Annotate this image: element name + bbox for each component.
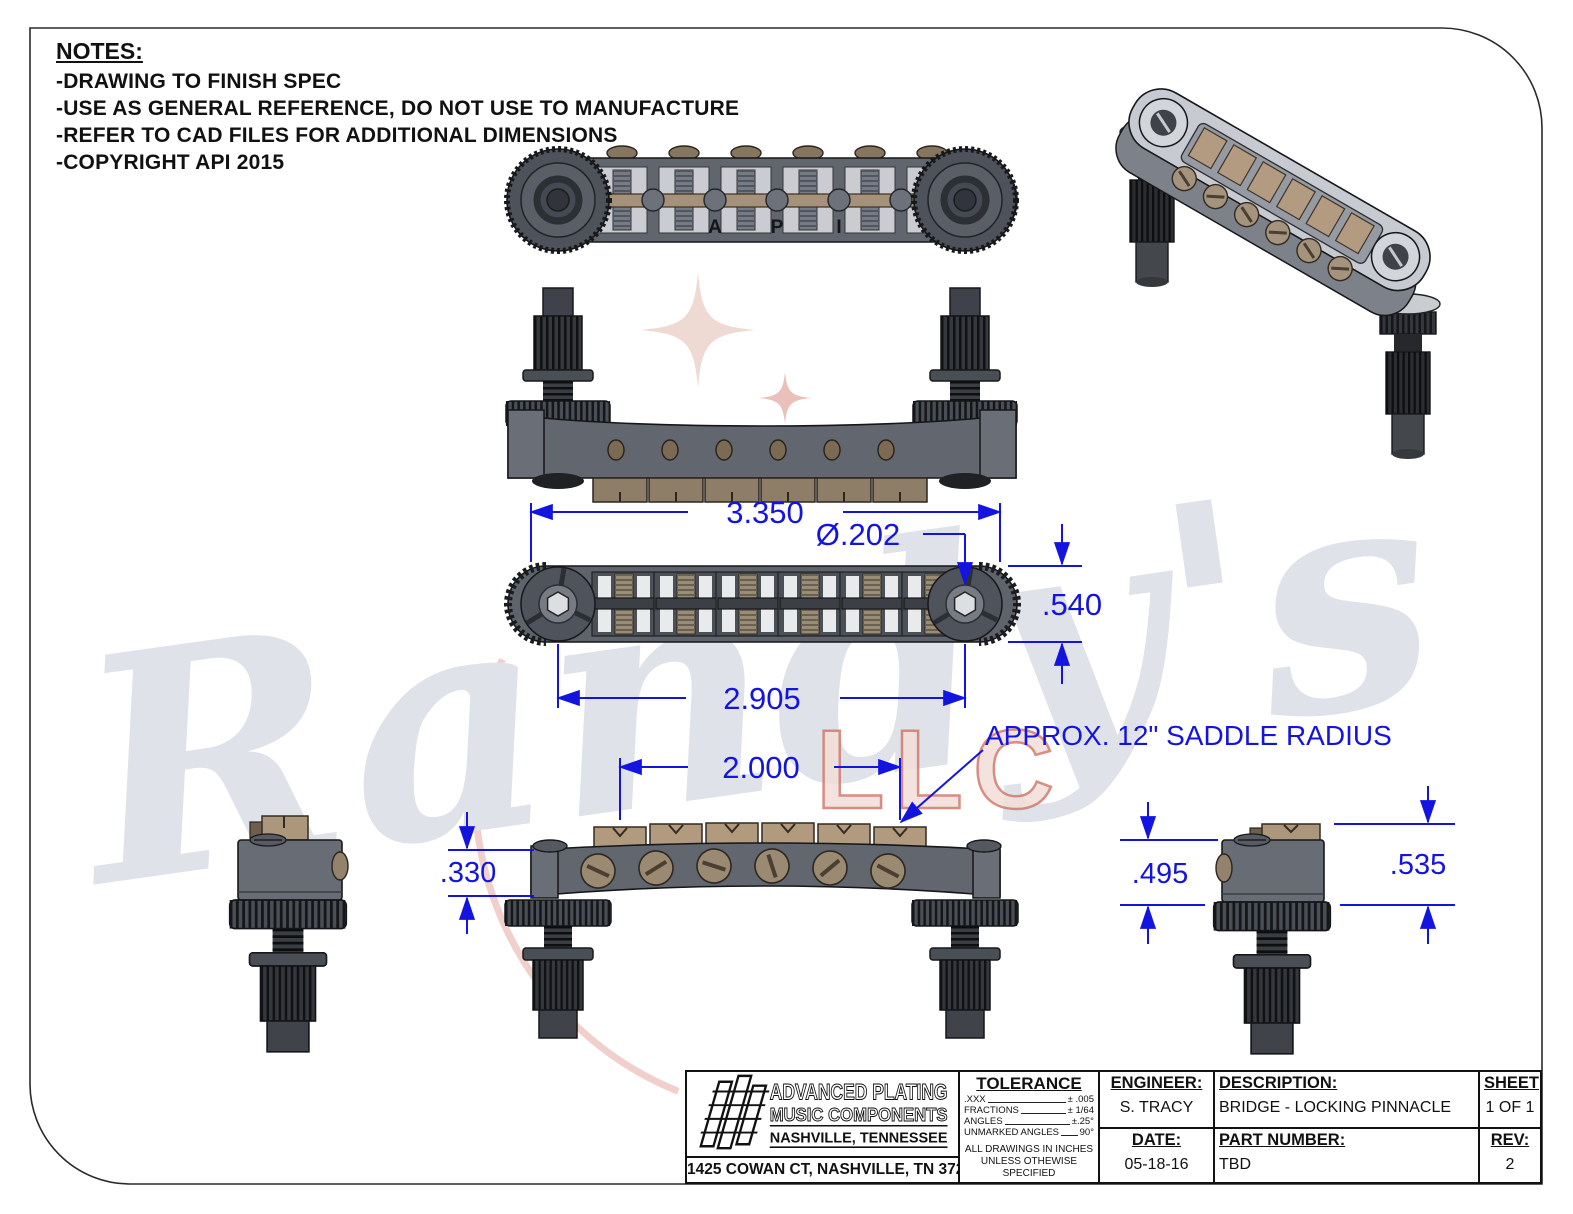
note-line: -COPYRIGHT API 2015 [56,151,285,174]
stud-detail-left-view [230,815,348,1052]
rev-value: 2 [1505,1156,1515,1173]
brand-letter-p: P [771,217,784,238]
dim-stud-height-body: .495 [1132,858,1188,890]
rev-label: REV: [1490,1131,1530,1149]
engineer-cell: ENGINEER: S. TRACY [1098,1072,1213,1129]
tolerance-note2: UNLESS OTHEWISE SPECIFIED [980,1156,1078,1179]
tol-value: ± .005 [1067,1094,1094,1105]
tol-label: FRACTIONS [964,1105,1019,1116]
company-logo-cell: ADVANCED PLATING MUSIC COMPONENTS NASHVI… [687,1072,958,1182]
thumbwheel-right [911,146,1019,254]
dim-overall-length: 3.350 [726,495,804,530]
description-cell: DESCRIPTION: BRIDGE - LOCKING PINNACLE [1213,1072,1478,1129]
note-line: -REFER TO CAD FILES FOR ADDITIONAL DIMEN… [56,124,618,147]
front-elevation-view [505,822,1018,1038]
dim-body-height: .540 [1042,587,1102,622]
dim-body-thickness: .330 [440,857,496,889]
date-value: 05-18-16 [1124,1156,1189,1173]
sheet-cell: SHEET 1 OF 1 [1478,1072,1540,1129]
note-line: -USE AS GENERAL REFERENCE, DO NOT USE TO… [56,97,740,120]
isometric-view [1115,88,1441,459]
logo-line2: MUSIC COMPONENTS [770,1104,948,1125]
date-cell: DATE: 05-18-16 [1098,1129,1213,1182]
part-number-cell: PART NUMBER: TBD [1213,1129,1478,1182]
part-number-value: TBD [1219,1156,1251,1173]
saddle-radius-note: APPROX. 12" SADDLE RADIUS [985,720,1392,751]
bottom-plan-view [504,562,1021,646]
iso-stud-right [1375,293,1441,459]
dim-hole-diameter: Ø.202 [816,517,900,552]
watermark-llc: LLC [816,707,1064,832]
tol-value: ± 1/64 [1067,1105,1094,1116]
thumbwheel-left [504,146,612,254]
note-line: -DRAWING TO FINISH SPEC [56,70,342,93]
dimension-annotations: 3.350 Ø.202 .540 2.905 2.000 APPROX. 12"… [440,495,1455,944]
stud-detail-right-view [1214,823,1331,1054]
description-value: BRIDGE - LOCKING PINNACLE [1219,1099,1452,1116]
tol-value: 90° [1079,1127,1094,1138]
engineer-value: S. TRACY [1119,1099,1194,1116]
rear-elevation-view [506,288,1017,503]
rev-cell: REV: 2 [1478,1129,1540,1182]
logo-line1: ADVANCED PLATING [770,1079,948,1104]
tolerance-note1: ALL DRAWINGS IN INCHES [964,1144,1094,1155]
tolerance-cell: TOLERANCE .XXX ± .005 FRACTIONS ± 1/64 ANG… [958,1072,1098,1182]
dim-post-spacing: 2.905 [723,681,801,716]
title-block: ADVANCED PLATING MUSIC COMPONENTS NASHVI… [685,1070,1542,1184]
sheet-value: 1 OF 1 [1485,1099,1535,1116]
part-number-label: PART NUMBER: [1219,1131,1346,1149]
dim-stud-height-saddle: .535 [1390,849,1446,881]
engineer-label: ENGINEER: [1110,1074,1203,1092]
sparkle-icon [640,272,756,388]
logo-line3: NASHVILLE, TENNESSEE [770,1130,948,1146]
plating-bars-icon [699,1074,770,1150]
company-address: 1425 COWAN CT, NASHVILLE, TN 37207 [687,1156,958,1182]
notes-heading: NOTES: [56,38,143,64]
sheet-border [29,27,1543,1185]
tol-value: ±.25° [1071,1116,1094,1127]
notes-block: NOTES: -DRAWING TO FINISH SPEC -USE AS G… [56,38,739,176]
tolerance-heading: TOLERANCE [976,1074,1082,1093]
brand-letter-a: A [708,217,722,238]
date-label: DATE: [1131,1131,1182,1149]
sheet-label: SHEET [1484,1074,1540,1092]
tol-label: ANGLES [964,1116,1003,1127]
tol-label: UNMARKED ANGLES [964,1127,1060,1138]
tol-label: .XXX [964,1094,986,1105]
description-label: DESCRIPTION: [1219,1074,1338,1092]
top-plan-view: A P I [504,145,1019,254]
company-logo: ADVANCED PLATING MUSIC COMPONENTS NASHVI… [699,1074,948,1150]
dim-saddle-span: 2.000 [722,750,800,785]
sparkle-icon [759,372,811,424]
post-hole-left [520,566,596,642]
brand-letter-i: I [836,217,841,238]
